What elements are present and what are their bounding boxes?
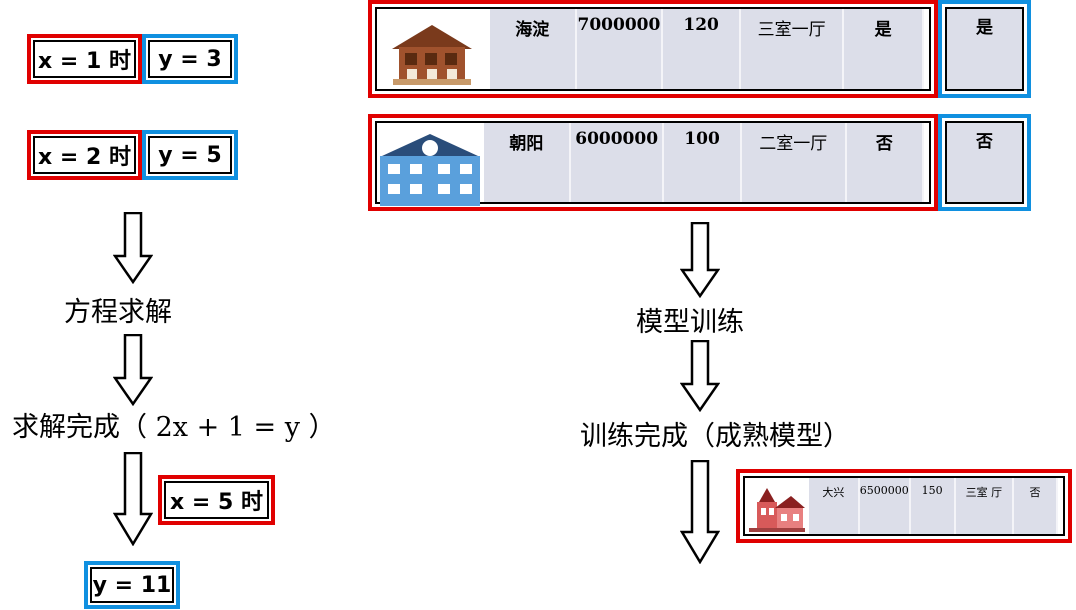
label-box-1: 是 <box>938 0 1031 98</box>
down-arrow-icon <box>680 340 720 412</box>
down-arrow-icon <box>680 460 720 564</box>
query-x-label: x = 5 时 <box>164 481 269 519</box>
right-step-train: 模型训练 <box>636 307 744 338</box>
house-wood-icon <box>392 25 472 85</box>
down-arrow-icon <box>113 334 153 406</box>
cell-district: 海淀 <box>490 9 577 89</box>
cell-price: 6500000 <box>859 478 911 534</box>
cell-price: 7000000 <box>576 9 664 89</box>
query-house-row: 大兴 6500000 150 三室 厅 否 <box>736 469 1072 543</box>
cell-price: 6000000 <box>570 123 665 202</box>
left-step-solve: 方程求解 <box>64 297 172 328</box>
y2-label: y = 5 <box>148 136 232 174</box>
down-arrow-icon <box>113 452 153 546</box>
cell-flag: 否 <box>846 123 924 202</box>
y1-label: y = 3 <box>148 40 232 78</box>
label-box-2: 否 <box>938 114 1031 211</box>
answer-y-label: y = 11 <box>90 567 174 603</box>
label-value-1: 是 <box>945 7 1024 91</box>
house-row-2: 朝阳 6000000 100 二室一厅 否 <box>368 114 938 211</box>
cell-flag: 是 <box>844 9 925 89</box>
house-row-1: 海淀 7000000 120 三室一厅 是 <box>368 0 938 98</box>
answer-y-box: y = 11 <box>84 561 180 609</box>
cell-layout: 三室一厅 <box>741 9 845 89</box>
x1-box: x = 1 时 <box>27 34 142 84</box>
query-x-box: x = 5 时 <box>158 475 275 525</box>
cell-area: 150 <box>910 478 956 534</box>
house-red-icon <box>749 488 805 532</box>
y2-box: y = 5 <box>142 130 238 180</box>
house-blue-icon <box>380 134 480 206</box>
label-value-2: 否 <box>945 121 1024 204</box>
cell-flag: 否 <box>1014 478 1058 534</box>
down-arrow-icon <box>113 212 153 284</box>
cell-area: 100 <box>664 123 742 202</box>
left-step-solved: 求解完成（ 2x + 1 = y ） <box>12 412 336 443</box>
cell-district: 大兴 <box>809 478 860 534</box>
cell-district: 朝阳 <box>484 123 571 202</box>
x2-label: x = 2 时 <box>33 136 136 174</box>
cell-layout: 二室一厅 <box>741 123 847 202</box>
cell-area: 120 <box>663 9 742 89</box>
x2-box: x = 2 时 <box>27 130 142 180</box>
right-step-trained: 训练完成（成熟模型） <box>580 421 850 452</box>
cell-layout: 三室 厅 <box>955 478 1015 534</box>
y1-box: y = 3 <box>142 34 238 84</box>
x1-label: x = 1 时 <box>33 40 136 78</box>
down-arrow-icon <box>680 222 720 298</box>
